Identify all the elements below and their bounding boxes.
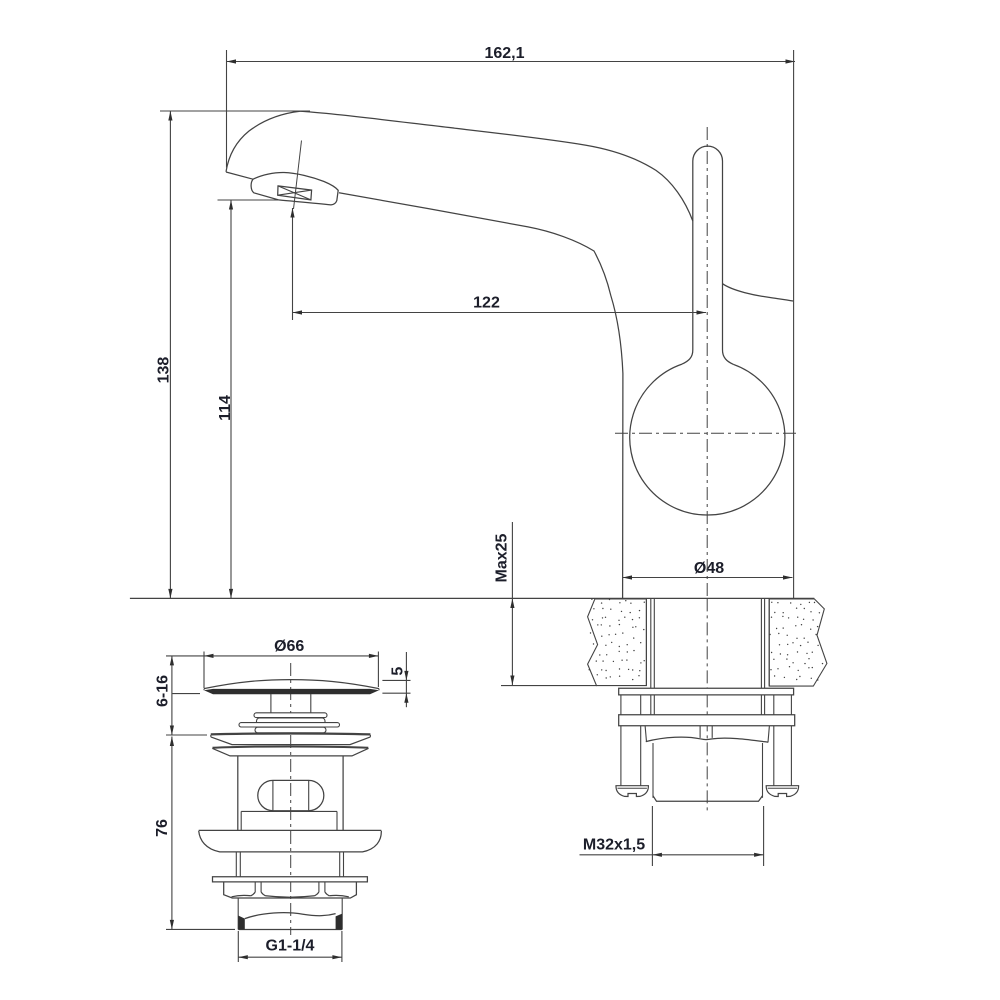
svg-text:122: 122 (473, 295, 500, 312)
svg-text:6-16: 6-16 (155, 675, 172, 707)
svg-text:5: 5 (390, 667, 407, 676)
svg-text:114: 114 (217, 395, 234, 421)
svg-text:Max25: Max25 (494, 533, 511, 582)
svg-text:162,1: 162,1 (484, 45, 524, 62)
svg-text:M32x1,5: M32x1,5 (583, 837, 645, 854)
svg-text:138: 138 (156, 357, 173, 384)
svg-text:76: 76 (154, 819, 171, 837)
svg-text:Ø48: Ø48 (694, 560, 724, 577)
svg-text:G1-1/4: G1-1/4 (266, 938, 315, 955)
svg-text:Ø66: Ø66 (274, 638, 304, 655)
